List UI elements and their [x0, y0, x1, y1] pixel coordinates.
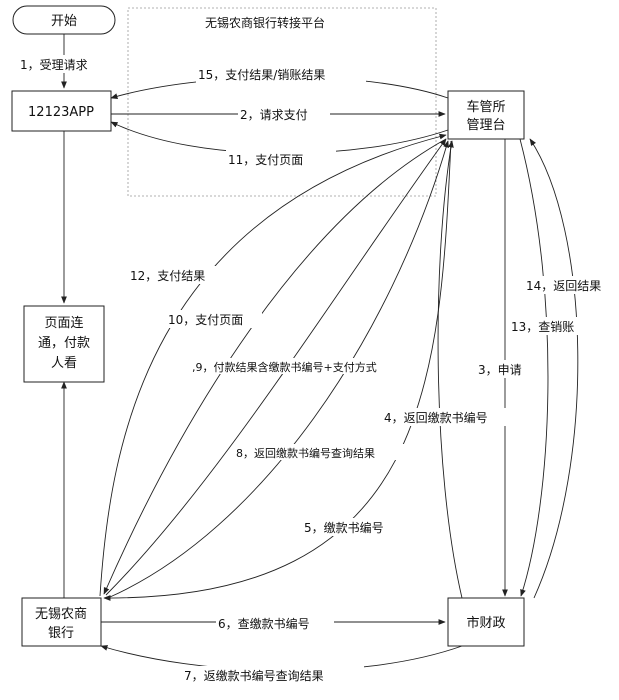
svg-text:人看: 人看 — [51, 355, 77, 371]
svg-text:15，支付结果/销账结果: 15，支付结果/销账结果 — [198, 68, 325, 82]
node-finance: 市财政 — [447, 597, 525, 647]
label-e11: 11，支付页面 — [226, 150, 336, 168]
label-e4: 4，返回缴款书编号 — [382, 408, 514, 426]
edge-13 — [519, 138, 549, 597]
label-e12: 12，支付结果 — [128, 266, 220, 284]
label-e5: 5，缴款书编号 — [302, 518, 414, 536]
node-dmv: 车管所 管理台 — [447, 90, 525, 140]
label-e9: ,9，付款结果含缴款书编号+支付方式 — [190, 358, 412, 374]
edge-11 — [110, 121, 449, 154]
svg-text:6，查缴款书编号: 6，查缴款书编号 — [218, 616, 310, 631]
svg-text:开始: 开始 — [51, 14, 77, 29]
svg-text:13，查销账: 13，查销账 — [511, 320, 574, 334]
label-e14: 14，返回结果 — [524, 276, 618, 294]
svg-text:14，返回结果: 14，返回结果 — [526, 279, 601, 293]
svg-text:,9，付款结果含缴款书编号+支付方式: ,9，付款结果含缴款书编号+支付方式 — [192, 360, 377, 374]
svg-text:7，返缴款书编号查询结果: 7，返缴款书编号查询结果 — [184, 668, 324, 683]
svg-text:管理台: 管理台 — [466, 118, 505, 133]
svg-text:4，返回缴款书编号: 4，返回缴款书编号 — [384, 410, 488, 425]
svg-text:5，缴款书编号: 5，缴款书编号 — [304, 520, 384, 535]
edge-9 — [105, 138, 447, 596]
svg-text:2，请求支付: 2，请求支付 — [240, 108, 308, 122]
svg-text:无锡农商: 无锡农商 — [35, 607, 87, 622]
edge-10 — [103, 138, 447, 595]
svg-text:市财政: 市财政 — [466, 615, 505, 631]
svg-text:12123APP: 12123APP — [28, 105, 94, 120]
svg-text:12，支付结果: 12，支付结果 — [130, 269, 205, 283]
svg-text:3，申请: 3，申请 — [478, 363, 522, 377]
svg-text:页面连: 页面连 — [44, 315, 83, 331]
label-e15: 15，支付结果/销账结果 — [196, 65, 366, 83]
label-e6: 6，查缴款书编号 — [216, 614, 334, 632]
svg-text:1，受理请求: 1，受理请求 — [20, 58, 88, 72]
svg-text:车管所: 车管所 — [466, 99, 505, 115]
edge-14 — [529, 138, 579, 599]
label-e3: 3，申请 — [476, 360, 538, 378]
edge-12 — [99, 133, 447, 597]
label-e8: 8，返回缴款书编号查询结果 — [234, 444, 410, 460]
node-start: 开始 — [12, 5, 116, 35]
svg-text:11，支付页面: 11，支付页面 — [228, 153, 303, 167]
label-e13: 13，查销账 — [509, 317, 593, 335]
svg-text:通，付款: 通，付款 — [38, 336, 90, 351]
svg-text:10，支付页面: 10，支付页面 — [168, 313, 243, 327]
svg-text:银行: 银行 — [48, 626, 74, 641]
label-e10: 10，支付页面 — [166, 310, 262, 328]
node-page: 页面连 通，付款 人看 — [23, 305, 105, 383]
platform-region — [127, 7, 437, 197]
node-bank: 无锡农商 银行 — [21, 597, 102, 647]
edge-4 — [437, 140, 463, 599]
label-e1: 1，受理请求 — [18, 55, 108, 73]
platform-title: 无锡农商银行转接平台 — [205, 15, 325, 30]
svg-text:8，返回缴款书编号查询结果: 8，返回缴款书编号查询结果 — [236, 446, 375, 460]
label-e7: 7，返缴款书编号查询结果 — [182, 666, 364, 684]
edge-8 — [109, 140, 449, 598]
node-app: 12123APP — [11, 90, 112, 132]
label-e2: 2，请求支付 — [238, 106, 330, 122]
